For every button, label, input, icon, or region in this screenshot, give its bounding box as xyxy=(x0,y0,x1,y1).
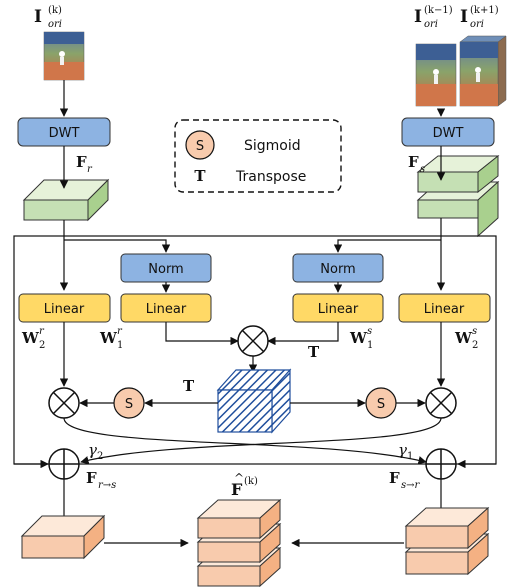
norm-right-label: Norm xyxy=(320,262,355,277)
linear-w2r-block: Linear xyxy=(18,293,111,323)
fs-label: F xyxy=(408,153,419,171)
linear-4-label: Linear xyxy=(424,302,465,317)
output-center-stack xyxy=(196,498,282,587)
linear-w1s-block: Linear xyxy=(292,293,384,323)
sig-left-label: S xyxy=(125,397,133,412)
norm-left-label: Norm xyxy=(148,262,183,277)
legend-sigmoid-symbol: S xyxy=(196,139,204,154)
gamma-1-label: γ xyxy=(398,441,407,459)
attention-module-frame xyxy=(13,235,497,465)
linear-2-label: Linear xyxy=(146,302,187,317)
norm-left-block: Norm xyxy=(120,253,212,283)
output-right-slab xyxy=(404,506,490,576)
w1s-label: W xyxy=(349,329,368,347)
legend-transpose-label: Transpose xyxy=(235,169,306,185)
sup-frame-1-sup: (k−1) xyxy=(424,5,453,16)
legend-box: S Sigmoid T Transpose xyxy=(174,119,342,193)
w2r-label: W xyxy=(21,329,40,347)
w2s-sub: 2 xyxy=(472,340,478,351)
gamma-1-sub: 1 xyxy=(407,451,413,462)
dwt-left-block: DWT xyxy=(17,117,111,147)
supporting-frame-1-image xyxy=(415,43,457,107)
transpose-mid-T: T xyxy=(183,377,195,395)
w2r-sup: r xyxy=(39,326,45,337)
sigmoid-right-op: S xyxy=(365,387,397,419)
sig-right-label: S xyxy=(377,397,385,412)
sup-frame-2-sup: (k+1) xyxy=(470,5,499,16)
sigmoid-left-op: S xyxy=(113,387,145,419)
output-left-slab xyxy=(20,514,106,560)
f-hat-sup: (k) xyxy=(244,476,258,487)
fs-sub: s xyxy=(420,164,425,175)
w2r-sub: 2 xyxy=(39,340,45,351)
ref-frame-sup: (k) xyxy=(48,5,62,16)
fr-label: F xyxy=(76,153,87,171)
w2s-label: W xyxy=(454,329,473,347)
f-r-to-s-label: F xyxy=(86,469,97,487)
gamma-2-label: γ xyxy=(88,441,97,459)
w1s-sub: 1 xyxy=(367,340,373,351)
sup-frame-1-label: I xyxy=(414,7,422,27)
dwt-right-block: DWT xyxy=(401,117,495,147)
norm-right-block: Norm xyxy=(292,253,384,283)
ref-frame-label: I xyxy=(34,7,42,27)
linear-w2s-block: Linear xyxy=(398,293,491,323)
ref-frame-sub: ori xyxy=(48,19,62,30)
reference-frame-image xyxy=(43,31,85,81)
center-multiply-op xyxy=(237,325,269,357)
w1r-label: W xyxy=(99,329,118,347)
supporting-frame-2-image xyxy=(459,35,507,107)
sup-frame-2-label: I xyxy=(460,7,468,27)
legend-transpose-symbol: T xyxy=(194,167,206,185)
sup-frame-2-sub: ori xyxy=(470,19,484,30)
f-s-to-r-label: F xyxy=(389,469,400,487)
gamma-2-sub: 2 xyxy=(97,451,103,462)
left-add-op xyxy=(48,448,80,480)
f-s-to-r-sub: s→r xyxy=(401,480,421,491)
attention-map-cube xyxy=(216,368,292,434)
dwt-left-label: DWT xyxy=(49,126,80,141)
feature-fs-slab xyxy=(416,154,500,238)
w1r-sub: 1 xyxy=(117,340,123,351)
feature-fr-slab xyxy=(22,178,110,222)
f-hat-label: F xyxy=(231,480,243,499)
legend-sigmoid-label: Sigmoid xyxy=(244,138,301,154)
left-multiply-op xyxy=(48,387,80,419)
right-multiply-op xyxy=(425,387,457,419)
w1r-sup: r xyxy=(117,326,123,337)
dwt-right-label: DWT xyxy=(433,126,464,141)
right-add-op xyxy=(425,448,457,480)
linear-3-label: Linear xyxy=(318,302,359,317)
fr-sub: r xyxy=(87,164,93,175)
transpose-right-T: T xyxy=(308,343,320,361)
w2s-sup: s xyxy=(472,326,477,337)
f-hat-accent: ^ xyxy=(234,471,244,485)
sup-frame-1-sub: ori xyxy=(424,19,438,30)
linear-w1r-block: Linear xyxy=(120,293,212,323)
linear-1-label: Linear xyxy=(44,302,85,317)
w1s-sup: s xyxy=(367,326,372,337)
f-r-to-s-sub: r→s xyxy=(98,480,116,491)
